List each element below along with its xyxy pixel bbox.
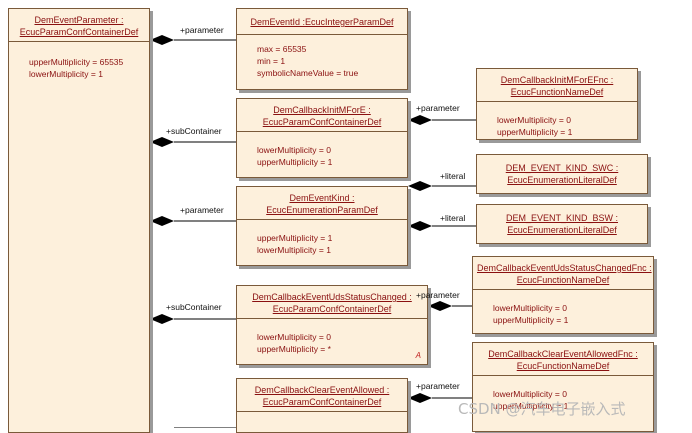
- class-init-m-for-e: DemCallbackInitMForE : EcucParamConfCont…: [236, 98, 408, 178]
- role-label: +parameter: [180, 25, 224, 35]
- role-label: +subContainer: [166, 126, 222, 136]
- attribute: upperMultiplicity = 1: [493, 315, 569, 325]
- class-name: DemCallbackInitMForEFnc :: [500, 75, 614, 85]
- attribute: lowerMultiplicity = 0: [493, 303, 567, 313]
- attribute: min = 1: [257, 56, 286, 66]
- class-type: EcucEnumerationLiteralDef: [507, 175, 617, 185]
- attribute: upperMultiplicity = 1: [257, 233, 333, 243]
- class-header: DemCallbackClearEventAllowedFnc : EcucFu…: [473, 343, 653, 376]
- class-header: DemEventId :EcucIntegerParamDef: [237, 9, 407, 35]
- class-type: EcucParamConfContainerDef: [19, 27, 139, 37]
- role-label: +parameter: [416, 290, 460, 300]
- attribute: upperMultiplicity = 65535: [29, 57, 124, 67]
- class-dem-event-parameter: DemEventParameter : EcucParamConfContain…: [8, 8, 150, 433]
- class-name: DemCallbackEventUdsStatusChanged :: [252, 292, 412, 302]
- class-attributes: lowerMultiplicity = 0 upperMultiplicity …: [477, 102, 637, 138]
- class-uds-status-changed-fnc: DemCallbackEventUdsStatusChangedFnc : Ec…: [472, 256, 654, 334]
- composition-diamond: [150, 314, 174, 324]
- attribute: upperMultiplicity = 1: [493, 401, 569, 411]
- class-attributes: upperMultiplicity = 65535 lowerMultiplic…: [9, 42, 149, 80]
- class-name: DemCallbackClearEventAllowed :: [254, 385, 390, 395]
- attribute: lowerMultiplicity = 0: [257, 332, 331, 342]
- class-name: DEM_EVENT_KIND_BSW :: [505, 213, 619, 223]
- class-header: DEM_EVENT_KIND_SWC : EcucEnumerationLite…: [477, 155, 647, 189]
- class-name: DEM_EVENT_KIND_SWC :: [505, 163, 619, 173]
- composition-diamond: [428, 301, 452, 311]
- attribute: lowerMultiplicity = 0: [497, 115, 571, 125]
- class-attributes: max = 65535 min = 1 symbolicNameValue = …: [237, 35, 407, 79]
- class-type: EcucEnumerationParamDef: [266, 205, 378, 215]
- class-uds-status-changed: DemCallbackEventUdsStatusChanged : EcucP…: [236, 285, 428, 365]
- composition-diamond: [150, 35, 174, 45]
- class-header: DemCallbackInitMForE : EcucParamConfCont…: [237, 99, 407, 132]
- class-type: EcucParamConfContainerDef: [272, 304, 392, 314]
- role-label: +parameter: [416, 381, 460, 391]
- composition-diamond: [150, 216, 174, 226]
- class-header: DemCallbackInitMForEFnc : EcucFunctionNa…: [477, 69, 637, 102]
- attribute: upperMultiplicity = *: [257, 344, 331, 354]
- class-header: DemCallbackEventUdsStatusChangedFnc : Ec…: [473, 257, 653, 290]
- class-dem-event-kind: DemEventKind : EcucEnumerationParamDef u…: [236, 186, 408, 266]
- attribute: max = 65535: [257, 44, 307, 54]
- class-clear-event-allowed-fnc: DemCallbackClearEventAllowedFnc : EcucFu…: [472, 342, 654, 432]
- class-type: EcucParamConfContainerDef: [262, 397, 382, 407]
- composition-diamond: [408, 221, 432, 231]
- watermark: CSDN @汽车电子嵌入式: [458, 400, 626, 418]
- attribute: upperMultiplicity = 1: [257, 157, 333, 167]
- class-attributes: lowerMultiplicity = 0 upperMultiplicity …: [237, 319, 427, 355]
- class-attributes: lowerMultiplicity = 0 upperMultiplicity …: [473, 290, 653, 326]
- class-attributes: lowerMultiplicity = 0 upperMultiplicity …: [473, 376, 653, 412]
- attribute: symbolicNameValue = true: [257, 68, 359, 78]
- class-name: DemCallbackEventUdsStatusChangedFnc :: [477, 263, 652, 273]
- role-label: +parameter: [416, 103, 460, 113]
- class-name: DemCallbackClearEventAllowedFnc :: [488, 349, 638, 359]
- class-header: DemCallbackEventUdsStatusChanged : EcucP…: [237, 286, 427, 319]
- class-name: DemCallbackInitMForE :: [273, 105, 371, 115]
- class-type: EcucFunctionNameDef: [510, 87, 604, 97]
- class-kind-bsw: DEM_EVENT_KIND_BSW : EcucEnumerationLite…: [476, 204, 648, 244]
- class-clear-event-allowed: DemCallbackClearEventAllowed : EcucParam…: [236, 378, 408, 433]
- class-attributes: upperMultiplicity = 1 lowerMultiplicity …: [237, 220, 407, 256]
- class-header: DemCallbackClearEventAllowed : EcucParam…: [237, 379, 407, 412]
- role-label: +subContainer: [166, 302, 222, 312]
- class-name: DemEventId :EcucIntegerParamDef: [250, 17, 394, 27]
- role-label: +parameter: [180, 205, 224, 215]
- composition-diamond: [150, 137, 174, 147]
- composition-diamond: [408, 393, 432, 403]
- class-type: EcucParamConfContainerDef: [262, 117, 382, 127]
- class-type: EcucFunctionNameDef: [516, 275, 610, 285]
- class-header: DemEventKind : EcucEnumerationParamDef: [237, 187, 407, 220]
- abstract-marker: A: [415, 351, 421, 360]
- class-init-m-for-e-fnc: DemCallbackInitMForEFnc : EcucFunctionNa…: [476, 68, 638, 140]
- attribute: lowerMultiplicity = 1: [29, 69, 103, 79]
- role-label: +literal: [440, 213, 466, 223]
- class-name: DemEventKind :: [289, 193, 355, 203]
- class-type: EcucFunctionNameDef: [516, 361, 610, 371]
- class-type: EcucEnumerationLiteralDef: [507, 225, 617, 235]
- class-name: DemEventParameter :: [34, 15, 124, 25]
- attribute: lowerMultiplicity = 0: [493, 389, 567, 399]
- class-header: DemEventParameter : EcucParamConfContain…: [9, 9, 149, 42]
- attribute: lowerMultiplicity = 0: [257, 145, 331, 155]
- attribute: lowerMultiplicity = 1: [257, 245, 331, 255]
- class-dem-event-id: DemEventId :EcucIntegerParamDef max = 65…: [236, 8, 408, 90]
- role-label: +literal: [440, 171, 466, 181]
- composition-diamond: [408, 181, 432, 191]
- class-kind-swc: DEM_EVENT_KIND_SWC : EcucEnumerationLite…: [476, 154, 648, 194]
- class-header: DEM_EVENT_KIND_BSW : EcucEnumerationLite…: [477, 205, 647, 239]
- attribute: upperMultiplicity = 1: [497, 127, 573, 137]
- composition-diamond: [408, 115, 432, 125]
- class-attributes: lowerMultiplicity = 0 upperMultiplicity …: [237, 132, 407, 168]
